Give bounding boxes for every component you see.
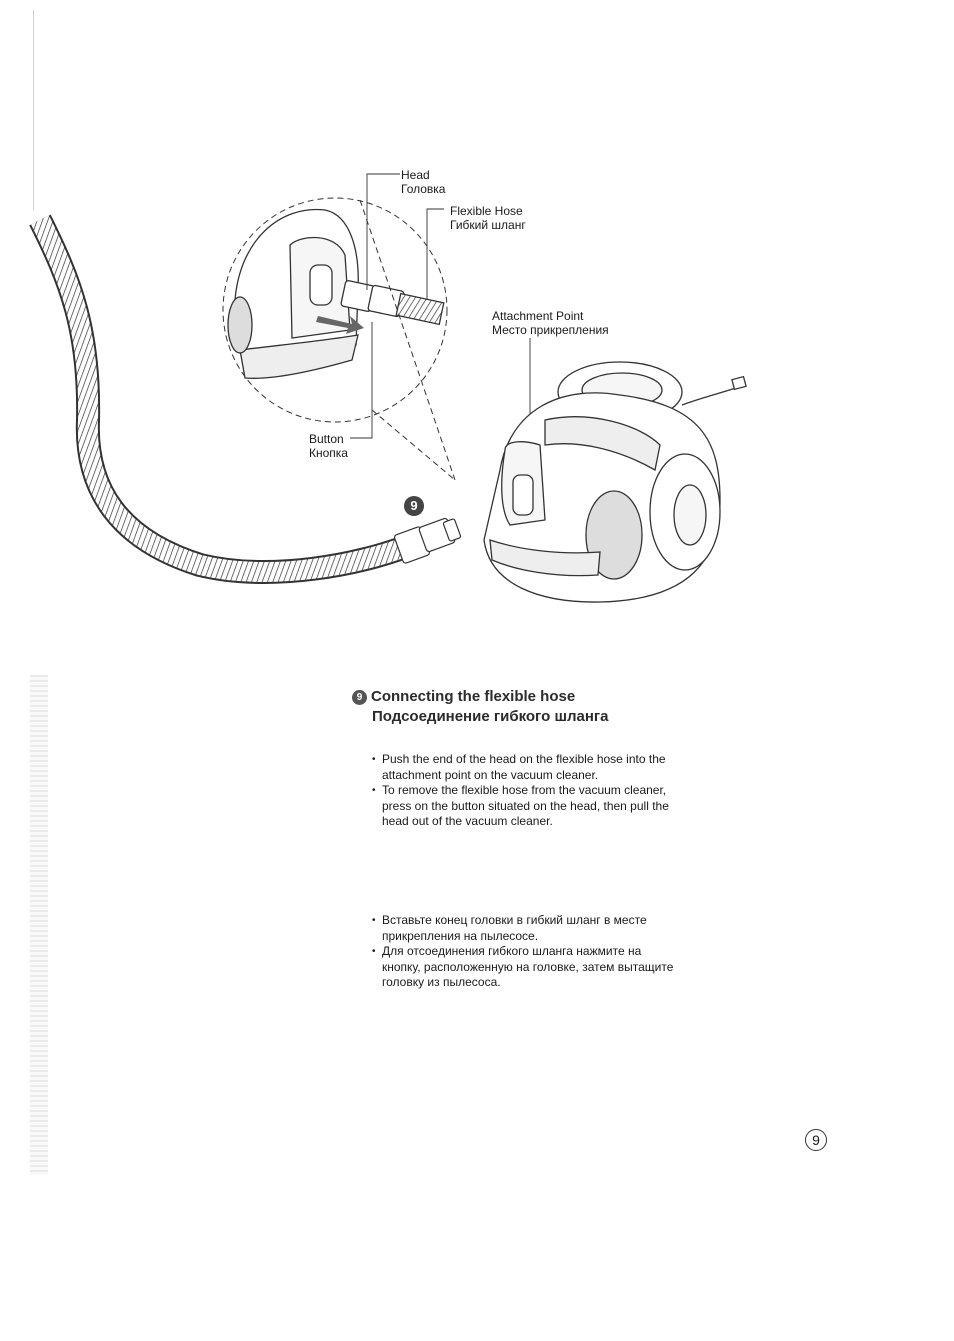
instructions-en-list: Push the end of the head on the flexible… bbox=[372, 752, 682, 830]
section-number-badge: 9 bbox=[352, 689, 367, 705]
detail-vacuum-drawing bbox=[227, 208, 445, 379]
instructions-ru-list: Вставьте конец головки в гибкий шланг в … bbox=[372, 913, 677, 991]
scan-edge-shadow bbox=[30, 675, 48, 1175]
page-number: 9 bbox=[805, 1129, 827, 1151]
scan-edge-line bbox=[33, 10, 34, 210]
list-item: Вставьте конец головки в гибкий шланг в … bbox=[372, 913, 677, 944]
section-title-en: Connecting the flexible hose bbox=[371, 688, 576, 705]
step-marker: 9 bbox=[404, 496, 424, 516]
list-item: Для отсоединения гибкого шланга нажмите … bbox=[372, 944, 677, 991]
vacuum-cleaner-drawing bbox=[483, 361, 747, 603]
label-flexible-hose: Flexible Hose Гибкий шланг bbox=[450, 204, 526, 232]
insert-arrow-icon bbox=[316, 316, 364, 334]
hose-head-drawing bbox=[393, 517, 462, 564]
list-item: To remove the flexible hose from the vac… bbox=[372, 783, 682, 830]
list-item: Push the end of the head on the flexible… bbox=[372, 752, 682, 783]
label-head: Head Головка bbox=[401, 168, 446, 196]
section-title-ru: Подсоединение гибкого шланга bbox=[372, 708, 609, 725]
label-attachment-point: Attachment Point Место прикрепления bbox=[492, 309, 609, 337]
hose-illustration bbox=[29, 173, 747, 603]
label-button: Button Кнопка bbox=[309, 432, 348, 460]
